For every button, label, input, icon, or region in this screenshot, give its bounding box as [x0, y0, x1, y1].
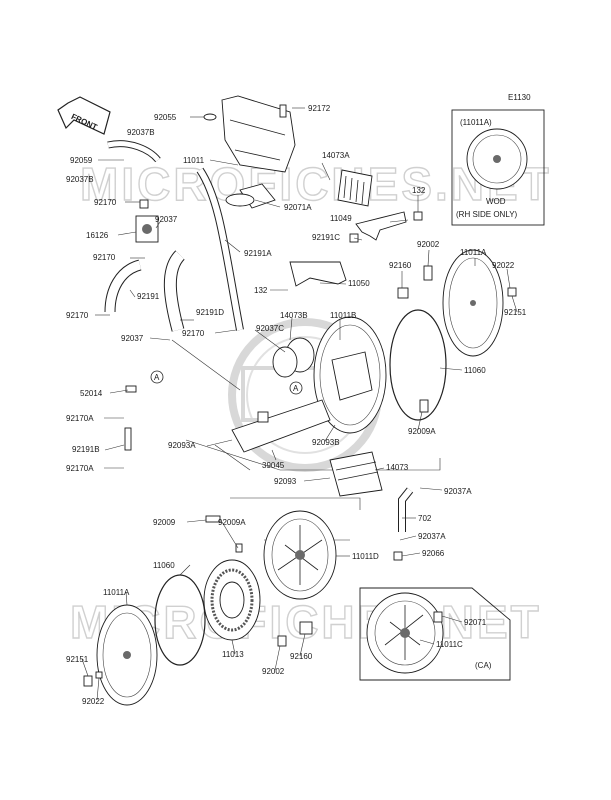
label-92093: 92093	[274, 477, 297, 486]
label-16126: 16126	[86, 231, 109, 240]
gasket-11060-right	[389, 309, 447, 421]
label-92009A: 92009A	[408, 427, 436, 436]
label-702: 702	[418, 514, 432, 523]
label-92009A-2: 92009A	[218, 518, 246, 527]
label-92071: 92071	[464, 618, 487, 627]
label-92151-b: 92151	[66, 655, 89, 664]
label-11049: 11049	[330, 214, 352, 223]
label-92170-c: 92170	[66, 311, 89, 320]
label-92002-b: 92002	[262, 667, 285, 676]
label-52014: 52014	[80, 389, 103, 398]
label-11011A: 11011A	[460, 248, 487, 257]
label-132-b: 132	[254, 286, 268, 295]
inset-wod-label1: WOD	[486, 197, 506, 206]
label-11013: 11013	[222, 650, 244, 659]
label-92191A: 92191A	[244, 249, 272, 258]
label-92037-a: 92037	[155, 215, 178, 224]
label-92093B: 92093B	[312, 438, 340, 447]
label-92160-b: 92160	[290, 652, 313, 661]
label-11011: 11011	[183, 156, 205, 165]
air-box-housing	[203, 95, 296, 209]
label-92160-a: 92160	[389, 261, 412, 270]
label-92066: 92066	[422, 549, 445, 558]
label-11011B: 11011B	[330, 311, 356, 320]
part-labels: 92055 92172 92037B 92059 11011 14073A 92…	[66, 104, 527, 706]
label-11011C: 11011C	[436, 640, 463, 649]
filter-element	[203, 559, 261, 641]
label-92170A-2: 92170A	[66, 464, 94, 473]
hoses-left	[104, 140, 244, 332]
svg-text:A: A	[154, 373, 160, 382]
label-92172: 92172	[308, 104, 331, 113]
label-92055: 92055	[154, 113, 177, 122]
label-92059: 92059	[70, 156, 93, 165]
bracket-11050	[289, 261, 347, 287]
label-39045: 39045	[262, 461, 285, 470]
cover-right	[397, 249, 517, 357]
label-92170-b: 92170	[93, 253, 116, 262]
inset-wod-label2: (RH SIDE ONLY)	[456, 210, 518, 219]
label-92037B-2: 92037B	[66, 175, 94, 184]
cover-lower	[83, 604, 158, 706]
label-92002-a: 92002	[417, 240, 440, 249]
leader-lines	[81, 107, 518, 701]
boot-14073	[329, 451, 383, 497]
label-92071A: 92071A	[284, 203, 312, 212]
label-92191D: 92191D	[196, 308, 224, 317]
label-92093A: 92093A	[168, 441, 196, 450]
backing-plate-lower	[263, 510, 337, 600]
label-11060-b: 11060	[153, 561, 175, 570]
label-11050: 11050	[348, 279, 370, 288]
figure-code: E1130	[508, 93, 531, 102]
label-92170-d: 92170	[182, 329, 205, 338]
inset-wod-ref: (11011A)	[460, 118, 492, 127]
label-92037A-2: 92037A	[418, 532, 446, 541]
inset-ca: (CA)	[359, 587, 511, 681]
label-92009: 92009	[153, 518, 176, 527]
label-92037-b: 92037	[121, 334, 144, 343]
label-11011D: 11011D	[352, 552, 379, 561]
snorkel-filter	[337, 169, 373, 207]
inset-ca-label: (CA)	[475, 661, 492, 670]
inset-wod: (11011A) WOD (RH SIDE ONLY)	[451, 109, 545, 226]
label-132-a: 132	[412, 186, 426, 195]
duct-39045	[231, 399, 331, 453]
label-92022-b: 92022	[82, 697, 105, 706]
callout-a: A A	[150, 370, 303, 395]
label-92170-a: 92170	[94, 198, 117, 207]
front-arrow-icon: FRONT	[57, 96, 111, 135]
label-14073A: 14073A	[322, 151, 350, 160]
label-92170A: 92170A	[66, 414, 94, 423]
label-14073B: 14073B	[280, 311, 308, 320]
label-11011A-2: 11011A	[103, 588, 130, 597]
label-14073: 14073	[386, 463, 409, 472]
label-11060-a: 11060	[464, 366, 486, 375]
label-92037A: 92037A	[444, 487, 472, 496]
label-92151-a: 92151	[504, 308, 527, 317]
label-92191: 92191	[137, 292, 160, 301]
label-92191C: 92191C	[312, 233, 340, 242]
label-92191B: 92191B	[72, 445, 100, 454]
label-92037B: 92037B	[127, 128, 155, 137]
label-92022-a: 92022	[492, 261, 515, 270]
svg-text:A: A	[293, 384, 299, 393]
backing-plate	[272, 316, 387, 434]
label-92037C: 92037C	[256, 324, 284, 333]
bracket-11049	[355, 211, 407, 241]
